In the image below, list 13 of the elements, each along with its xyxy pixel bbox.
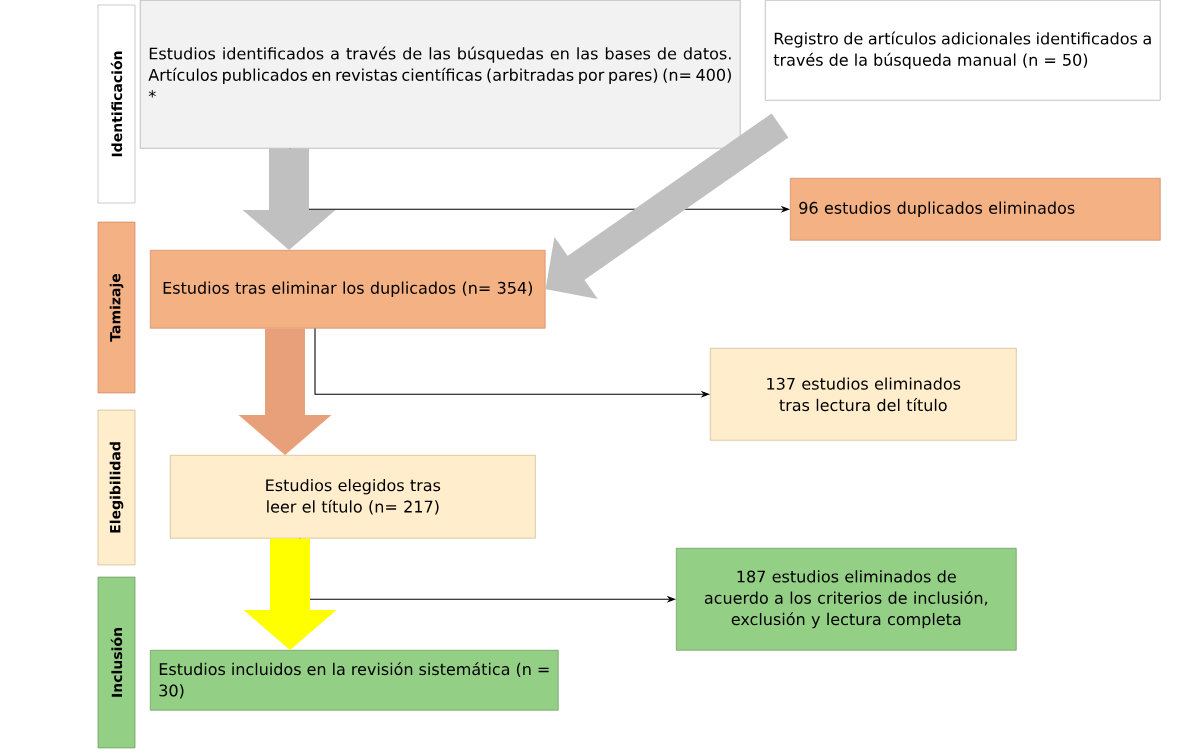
process-box: 96 estudios duplicados eliminados	[790, 178, 1161, 241]
stage-label: Tamizaje	[97, 221, 136, 394]
stage-label: Inclusión	[97, 576, 136, 749]
arrow	[314, 328, 710, 398]
process-box: Estudios tras eliminar los duplicados (n= 354)	[150, 250, 546, 329]
process-box: Estudios incluidos en la revisión sistemática (n = 30)	[150, 650, 559, 711]
stage-label: Elegibilidad	[97, 409, 136, 566]
process-box: Estudios identificados a través de las búsquedas en las bases de datos. Artículos publicados en revistas científicas (arbitradas por pares) (n= 400) *	[140, 0, 741, 149]
process-box: Estudios elegidos tras leer el título (n= 217)	[170, 455, 536, 539]
process-box: 137 estudios eliminados tras lectura del título	[710, 348, 1017, 441]
process-box: Registro de artículos adicionales identificados a través de la búsqueda manual (n = 50)	[765, 0, 1161, 101]
stage-label: Identificación	[97, 4, 136, 204]
process-box: 187 estudios eliminados de acuerdo a los criterios de inclusión, exclusión y lectura completa	[676, 548, 1017, 651]
